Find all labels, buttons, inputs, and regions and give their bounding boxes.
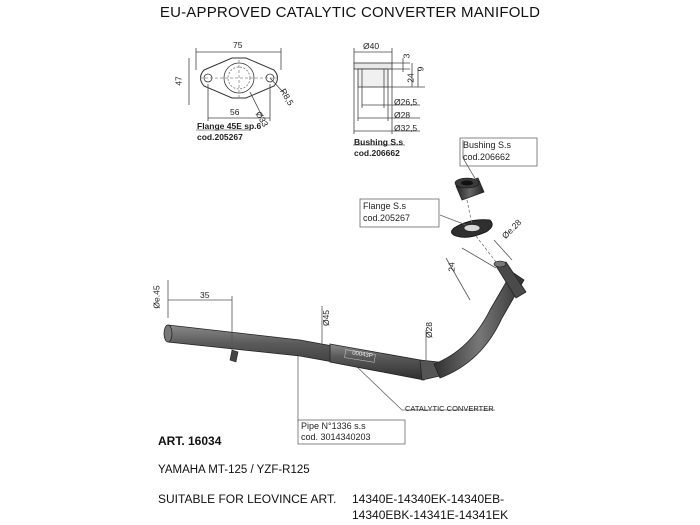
suitable-line-1: 14340E-14340EK-14340EB- bbox=[352, 492, 505, 506]
callout-pipe-name: Pipe N°1336 s.s bbox=[301, 421, 366, 431]
callout-flange-code: cod.205267 bbox=[363, 213, 411, 223]
bushing-detail-name: Bushing S.s bbox=[354, 137, 404, 147]
flange-dim-width: 75 bbox=[233, 40, 243, 50]
assembly-axis bbox=[466, 199, 473, 225]
callout-bushing-code: cod.206662 bbox=[463, 152, 511, 162]
pipe-dim-24: 24 bbox=[446, 262, 457, 272]
bushing-detail-code: cod.206662 bbox=[354, 148, 400, 158]
bushing-callout-box bbox=[459, 137, 538, 167]
flange-drawing bbox=[188, 48, 284, 131]
bushing-dim-24: 24 bbox=[405, 73, 416, 83]
suitable-line-2: 14340EBK-14341E-14341EK bbox=[352, 508, 509, 522]
callout-flange-name: Flange S.s bbox=[363, 201, 407, 211]
exhaust-pipe bbox=[163, 260, 527, 381]
flange-dim-hole-spacing: 56 bbox=[230, 107, 240, 117]
bushing-dim-d1: Ø26,5 bbox=[394, 97, 418, 107]
callout-leaders bbox=[297, 140, 495, 422]
model-label: YAMAHA MT-125 / YZF-R125 bbox=[158, 464, 310, 476]
bushing-part bbox=[454, 177, 485, 201]
bushing-drawing bbox=[353, 48, 425, 146]
pipe-dim-diameter-28: Ø28 bbox=[424, 321, 435, 339]
callout-pipe-code: cod. 3014340203 bbox=[301, 432, 371, 442]
flange-part bbox=[451, 219, 493, 238]
pipe-dimensions bbox=[167, 239, 513, 362]
page-title: EU-APPROVED CATALYTIC CONVERTER MANIFOLD bbox=[159, 4, 541, 21]
bushing-dim-top-diameter: Ø40 bbox=[363, 41, 380, 51]
pipe-dim-diameter-45: Ø45 bbox=[321, 309, 332, 327]
pipe-callout-box bbox=[297, 419, 406, 445]
bushing-dim-d3: Ø32,5 bbox=[394, 123, 418, 133]
bushing-dim-d2: Ø28 bbox=[394, 110, 411, 120]
art-label: ART. 16034 bbox=[158, 434, 222, 448]
callout-catalytic-converter: CATALYTIC CONVERTER bbox=[405, 404, 494, 413]
bushing-dim-9: 9 bbox=[415, 66, 426, 72]
suitable-prefix: SUITABLE FOR LEOVINCE ART. bbox=[158, 492, 337, 506]
flange-detail-code: cod.205267 bbox=[197, 132, 243, 142]
pipe-dim-length-35: 35 bbox=[200, 290, 210, 300]
flange-dim-height: 47 bbox=[173, 76, 184, 86]
flange-detail-name: Flange 45E sp.6 bbox=[197, 121, 262, 131]
flange-callout-box bbox=[359, 198, 440, 228]
callout-bushing-name: Bushing S.s bbox=[463, 140, 512, 150]
bushing-dim-3: 3 bbox=[401, 53, 412, 59]
pipe-dim-outlet-diameter: Øe.45 bbox=[151, 285, 162, 309]
